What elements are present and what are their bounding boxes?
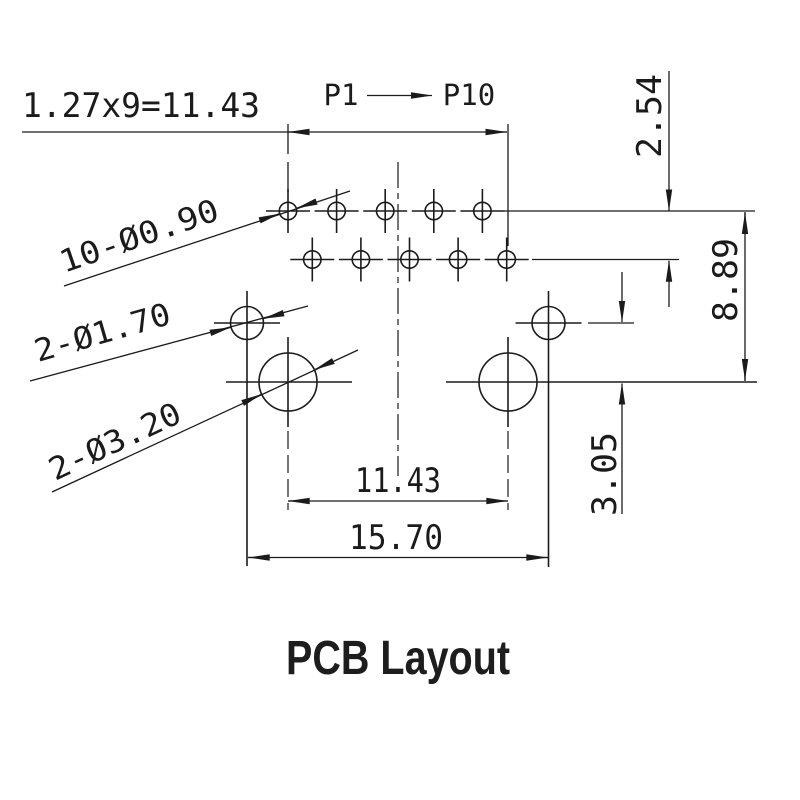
dimension-inner-span-label: 11.43 [355, 461, 441, 501]
dimension-outer-span-label: 15.70 [349, 518, 443, 558]
dimension-top-pitch: 1.27x9=11.43 [22, 86, 509, 246]
pin-pad [314, 189, 359, 233]
pin-pad [338, 237, 383, 282]
large-hole-right [446, 337, 757, 510]
dimension-outer-span: 15.70 [248, 518, 548, 561]
dimension-row-pitch: 2.54 [504, 71, 755, 307]
pin-pads-row-bottom [290, 237, 529, 282]
dimension-row-pitch-label: 2.54 [630, 74, 670, 158]
leader-small-holes-label: 10-Ø0.90 [55, 192, 224, 280]
pin-start-label: P1 [324, 78, 359, 112]
pin-pad [484, 237, 529, 282]
leader-medium-holes: 2-Ø1.70 [29, 296, 309, 382]
pin-pad [387, 237, 432, 282]
dimension-total-height-label: 8.89 [706, 238, 746, 322]
drawing-title: PCB Layout [286, 632, 510, 685]
pin-numbering-note: P1 P10 [324, 78, 496, 112]
medium-hole-left [214, 291, 280, 566]
pin-pad [460, 189, 505, 233]
leader-small-holes: 10-Ø0.90 [55, 190, 351, 287]
pin-pads-row-top [266, 189, 505, 233]
pin-end-label: P10 [443, 78, 495, 112]
dimension-large-hole-offset-label: 3.05 [585, 432, 625, 516]
dimension-large-hole-offset: 3.05 [585, 272, 634, 516]
dimension-top-pitch-label: 1.27x9=11.43 [22, 86, 260, 126]
leader-large-holes: 2-Ø3.20 [43, 349, 359, 493]
pin-pad [436, 237, 481, 282]
leader-medium-holes-label: 2-Ø1.70 [30, 296, 174, 369]
pin-pad [411, 189, 456, 233]
pin-pad [290, 237, 335, 282]
large-hole-left [226, 337, 352, 510]
pin-pad [363, 189, 408, 233]
medium-hole-right [515, 291, 582, 567]
dimension-inner-span: 11.43 [288, 461, 508, 505]
dimension-total-height: 8.89 [706, 212, 749, 381]
leader-large-holes-label: 2-Ø3.20 [43, 396, 187, 489]
